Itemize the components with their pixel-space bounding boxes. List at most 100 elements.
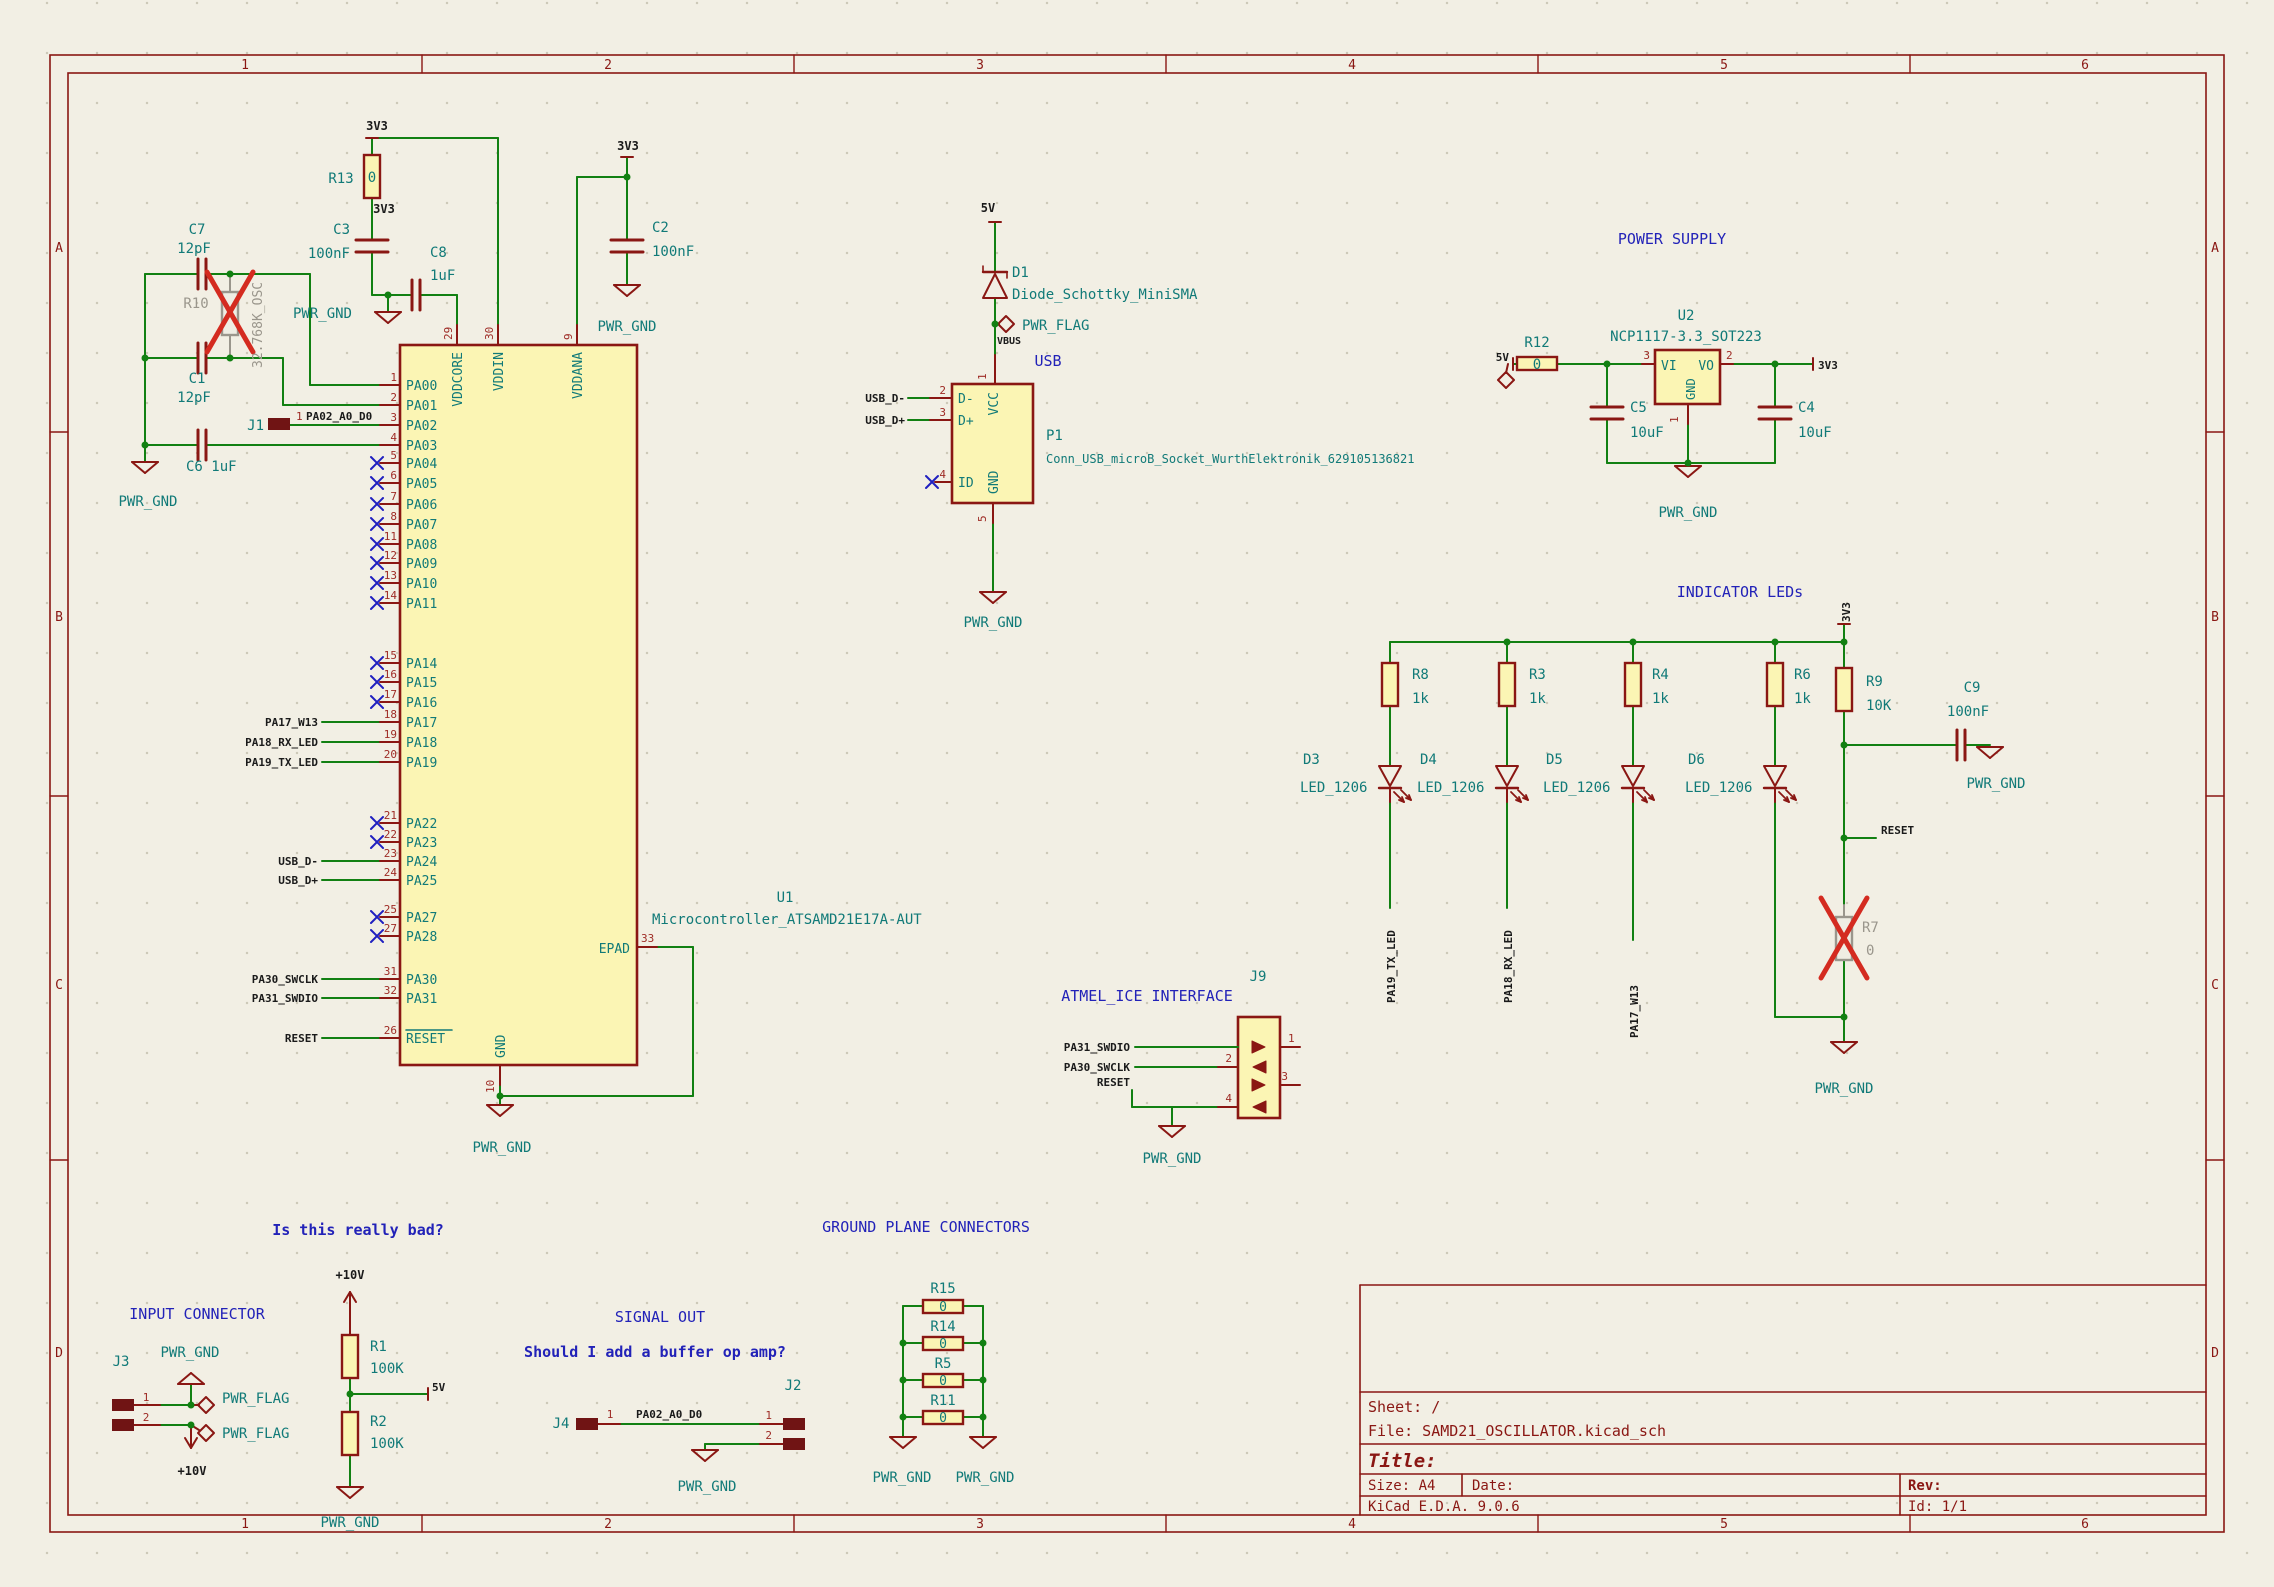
c9-ref[interactable]: C9 — [1964, 680, 1981, 696]
pwr-gnd-symbol[interactable] — [1989, 746, 2004, 759]
c2-value[interactable]: 100nF — [652, 244, 694, 260]
r2-ref[interactable]: R2 — [370, 1414, 387, 1430]
ground-plane-title[interactable]: GROUND PLANE CONNECTORS — [822, 1218, 1030, 1236]
r13-ref[interactable]: R13 — [328, 171, 353, 187]
net-pa02-a0-d0[interactable]: PA02_A0_D0 — [636, 1408, 702, 1421]
junction-dot[interactable] — [1840, 638, 1848, 646]
r14-ref[interactable]: R14 — [930, 1319, 955, 1335]
u1-pin-name[interactable]: PA17 — [406, 716, 437, 731]
pwr-flag-label[interactable]: PWR_FLAG — [222, 1426, 289, 1442]
schematic-text[interactable]: 6 — [2081, 58, 2089, 73]
u1-pin-number[interactable]: 20 — [384, 748, 397, 761]
resistor-r9[interactable] — [1834, 666, 1854, 713]
junction-dot[interactable] — [187, 1421, 195, 1429]
net-5v[interactable]: 5V — [981, 201, 995, 215]
r15-ref[interactable]: R15 — [930, 1281, 955, 1297]
junction-dot[interactable] — [1840, 1013, 1848, 1021]
pwr-gnd-label[interactable]: PWR_GND — [118, 494, 177, 510]
schematic-text[interactable]: 3 — [976, 58, 984, 73]
u1-pin-number[interactable]: 31 — [384, 965, 397, 978]
r5-ref[interactable]: R5 — [935, 1356, 952, 1372]
r12-ref[interactable]: R12 — [1524, 335, 1549, 351]
u2-value[interactable]: NCP1117-3.3_SOT223 — [1610, 329, 1762, 345]
c4-value[interactable]: 10uF — [1798, 425, 1832, 441]
c1-ref[interactable]: C1 — [189, 371, 206, 387]
diode-symbol[interactable] — [982, 273, 1008, 299]
u1-pin-number[interactable]: 3 — [390, 411, 397, 424]
c1-value[interactable]: 12pF — [177, 390, 211, 406]
r9-ref[interactable]: R9 — [1866, 674, 1883, 690]
pwr-gnd-symbol[interactable] — [979, 591, 994, 604]
pwr-gnd-symbol[interactable] — [486, 1104, 501, 1117]
u1-pin-name[interactable]: PA11 — [406, 597, 437, 612]
pwr-gnd-symbol[interactable] — [387, 311, 402, 324]
u1-pin-name[interactable]: PA05 — [406, 477, 437, 492]
note-buffer-op-amp[interactable]: Should I add a buffer op amp? — [524, 1343, 786, 1361]
u1-pin-number[interactable]: 6 — [390, 469, 397, 482]
j2-pin1[interactable]: 1 — [765, 1409, 772, 1422]
junction-dot[interactable] — [226, 354, 234, 362]
junction-dot[interactable] — [1840, 741, 1848, 749]
schematic-text[interactable]: 1 — [241, 58, 249, 73]
r8-value[interactable]: 1k — [1412, 691, 1429, 707]
r6-value[interactable]: 1k — [1794, 691, 1811, 707]
p1-body[interactable] — [950, 382, 1035, 505]
j2-pad-2[interactable] — [783, 1438, 805, 1450]
j3-pad-1[interactable] — [112, 1399, 134, 1411]
junction-dot[interactable] — [1771, 360, 1779, 368]
d1-ref[interactable]: D1 — [1012, 265, 1029, 281]
u1-pin-name[interactable]: PA23 — [406, 836, 437, 851]
p1-value[interactable]: Conn_USB_microB_Socket_WurthElektronik_6… — [1046, 452, 1414, 466]
resistor-r4[interactable] — [1623, 661, 1643, 708]
p1-pin3[interactable]: 3 — [939, 406, 946, 419]
j4-ref[interactable]: J4 — [553, 1416, 570, 1432]
c5-ref[interactable]: C5 — [1630, 400, 1647, 416]
indicator-leds-title[interactable]: INDICATOR LEDs — [1677, 583, 1803, 601]
pwr-gnd-label[interactable]: PWR_GND — [320, 1515, 379, 1531]
pwr-gnd-label[interactable]: PWR_GND — [1814, 1081, 1873, 1097]
p1-name-id[interactable]: ID — [958, 476, 974, 491]
u1-pin-name[interactable]: PA10 — [406, 577, 437, 592]
r4-ref[interactable]: R4 — [1652, 667, 1669, 683]
net-label[interactable]: PA31_SWDIO — [252, 992, 319, 1005]
u1-pin-name[interactable]: PA16 — [406, 696, 437, 711]
d5-value[interactable]: LED_1206 — [1543, 780, 1610, 796]
net-plus10v[interactable]: +10V — [178, 1464, 207, 1478]
j3-pin2[interactable]: 2 — [143, 1411, 150, 1424]
r5-value[interactable]: 0 — [939, 1374, 947, 1389]
pwr-gnd-label[interactable]: PWR_GND — [677, 1479, 736, 1495]
net-label[interactable]: USB_D- — [278, 855, 318, 868]
net-pa30-swclk[interactable]: PA30_SWCLK — [1064, 1061, 1131, 1074]
signal-out-title[interactable]: SIGNAL OUT — [615, 1308, 705, 1326]
net-label[interactable]: PA18_RX_LED — [245, 736, 318, 749]
pwr-gnd-symbol[interactable] — [626, 284, 641, 297]
u1-pin-number[interactable]: 2 — [390, 391, 397, 404]
j2-pin2[interactable]: 2 — [765, 1429, 772, 1442]
title-block-rev[interactable]: Rev: — [1908, 1478, 1942, 1494]
junction-dot[interactable] — [979, 1339, 987, 1347]
r7-ref[interactable]: R7 — [1862, 920, 1879, 936]
j4-pad[interactable] — [576, 1418, 598, 1430]
net-5v[interactable]: 5V — [432, 1381, 446, 1394]
p1-name-gnd[interactable]: GND — [987, 470, 1002, 494]
u1-pin-name[interactable]: PA00 — [406, 379, 437, 394]
c3-value[interactable]: 100nF — [308, 246, 350, 262]
title-block-sheet[interactable]: Sheet: / — [1368, 1398, 1440, 1416]
junction-dot[interactable] — [187, 1401, 195, 1409]
net-label[interactable]: USB_D+ — [278, 874, 318, 887]
net-3v3[interactable]: 3V3 — [1818, 359, 1838, 372]
j9-pin2[interactable]: 2 — [1225, 1052, 1232, 1065]
u1-pin-number[interactable]: 1 — [390, 371, 397, 384]
u1-pin-number[interactable]: 32 — [384, 984, 397, 997]
d6-ref[interactable]: D6 — [1688, 752, 1705, 768]
pwr-gnd-symbol[interactable] — [349, 1486, 364, 1499]
junction-dot[interactable] — [979, 1413, 987, 1421]
r1-ref[interactable]: R1 — [370, 1339, 387, 1355]
net-pa18-rx-led[interactable]: PA18_RX_LED — [1502, 930, 1515, 1003]
u1-pin-number[interactable]: 30 — [483, 327, 496, 340]
title-block-date[interactable]: Date: — [1472, 1478, 1514, 1494]
net-usb-dminus[interactable]: USB_D- — [865, 392, 905, 405]
r11-value[interactable]: 0 — [939, 1411, 947, 1426]
input-connector-title[interactable]: INPUT CONNECTOR — [129, 1305, 265, 1323]
j1-pin1[interactable]: 1 — [296, 410, 303, 423]
